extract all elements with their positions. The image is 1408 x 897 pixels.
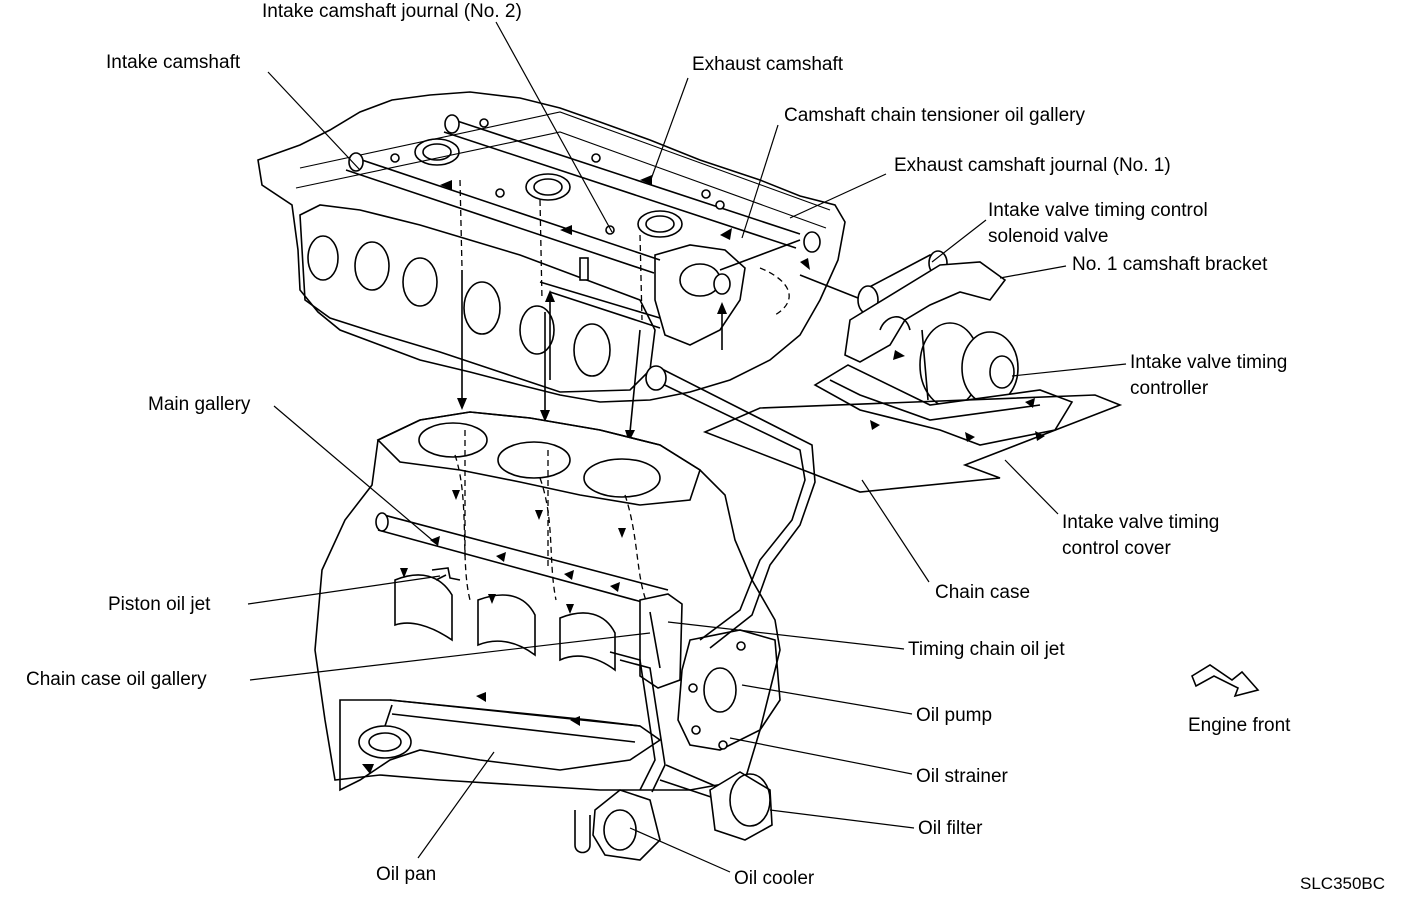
label-chain-case-oil-gallery: Chain case oil gallery bbox=[26, 669, 207, 690]
label-engine-front: Engine front bbox=[1188, 715, 1291, 736]
label-oil-pan: Oil pan bbox=[376, 864, 436, 885]
ivtc-cover bbox=[813, 350, 1074, 446]
label-intake-camshaft-journal-2: Intake camshaft journal (No. 2) bbox=[262, 1, 522, 22]
label-main-gallery: Main gallery bbox=[148, 394, 251, 415]
label-timing-chain-oil-jet: Timing chain oil jet bbox=[908, 639, 1065, 660]
label-camshaft-bracket: No. 1 camshaft bracket bbox=[1072, 254, 1268, 275]
label-oil-filter: Oil filter bbox=[918, 818, 983, 839]
ivtc-controller bbox=[919, 322, 1019, 408]
oil-filter bbox=[709, 771, 773, 841]
label-intake-camshaft: Intake camshaft bbox=[106, 52, 241, 73]
label-ivtc-solenoid-line1: Intake valve timing control bbox=[988, 200, 1208, 221]
no1-camshaft-bracket bbox=[844, 261, 1007, 363]
head-to-block-arrows bbox=[440, 175, 810, 442]
oil-lines bbox=[609, 365, 816, 801]
chain-case bbox=[702, 394, 1123, 493]
labels: Intake camshaft journal (No. 2) Intake c… bbox=[26, 1, 1385, 893]
label-tensioner-oil-gallery: Camshaft chain tensioner oil gallery bbox=[784, 105, 1085, 126]
label-piston-oil-jet: Piston oil jet bbox=[108, 594, 211, 615]
oil-cooler bbox=[574, 789, 661, 861]
figure-code: SLC350BC bbox=[1300, 874, 1385, 892]
label-oil-pump: Oil pump bbox=[916, 705, 992, 726]
label-exhaust-camshaft-journal-1: Exhaust camshaft journal (No. 1) bbox=[894, 155, 1171, 176]
label-ivtc-cover-line2: control cover bbox=[1062, 538, 1171, 559]
label-chain-case: Chain case bbox=[935, 582, 1030, 603]
label-oil-cooler: Oil cooler bbox=[734, 868, 815, 889]
label-oil-strainer: Oil strainer bbox=[916, 766, 1009, 787]
leader-lines bbox=[247, 21, 1127, 873]
label-ivtc-controller-line2: controller bbox=[1130, 378, 1209, 399]
cylinder-block bbox=[314, 411, 781, 792]
label-ivtc-controller-line1: Intake valve timing bbox=[1130, 352, 1287, 373]
label-exhaust-camshaft: Exhaust camshaft bbox=[692, 54, 844, 75]
engine-front-arrow-icon bbox=[1191, 664, 1260, 698]
cylinder-head bbox=[257, 91, 846, 403]
label-ivtc-solenoid-line2: solenoid valve bbox=[988, 226, 1108, 247]
label-ivtc-cover-line1: Intake valve timing bbox=[1062, 512, 1219, 533]
